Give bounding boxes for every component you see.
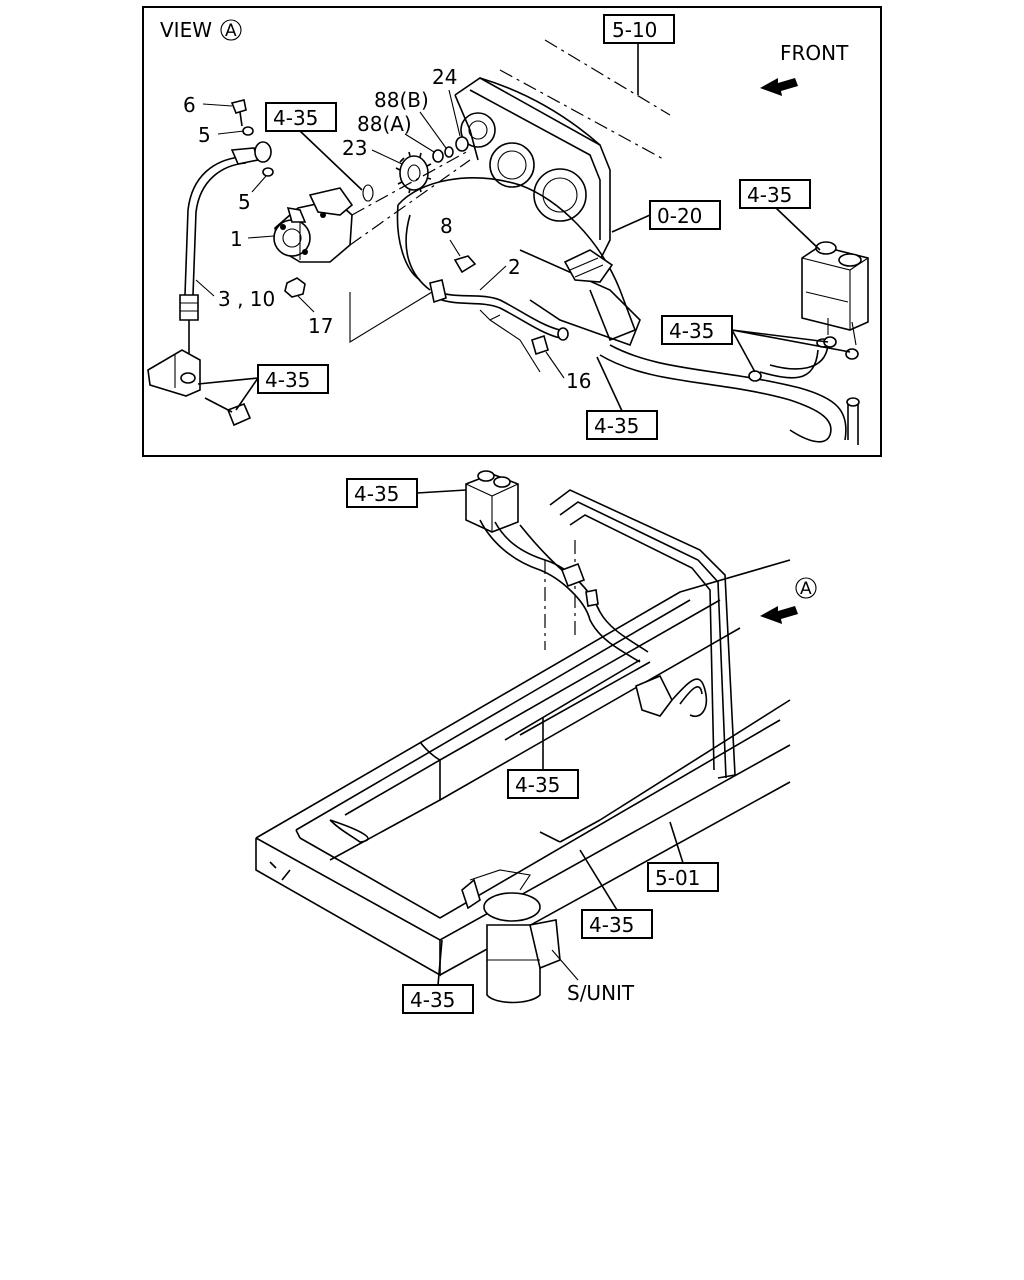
ref-top-engine: 5-10 <box>612 18 657 42</box>
ref-frame-line: 4-35 <box>515 773 560 797</box>
bolt-8 <box>453 255 477 274</box>
gasket <box>362 184 374 202</box>
part-num-6: 6 <box>183 93 196 117</box>
hose-bracket <box>147 349 252 427</box>
ref-box-filter-line[interactable] <box>581 909 653 939</box>
svg-text:A: A <box>800 579 812 599</box>
washer-88b <box>444 146 454 158</box>
ref-box-pump-cover[interactable] <box>265 102 337 132</box>
part-num-16: 16 <box>566 369 591 393</box>
ref-box-top-engine[interactable] <box>603 14 675 44</box>
view-title: VIEW <box>160 18 212 42</box>
oil-reservoir-top <box>801 241 869 346</box>
engine-block <box>396 39 671 347</box>
return-hoses <box>599 336 860 445</box>
banjo-bolt-6 <box>230 99 247 127</box>
washer-5a <box>242 126 254 136</box>
filter-unit <box>461 869 561 1004</box>
part-num-2: 2 <box>508 255 521 279</box>
ref-pump-cover: 4-35 <box>273 106 318 130</box>
ref-filter-lower: 4-35 <box>410 988 455 1012</box>
steering-lines <box>479 519 708 717</box>
lower-view-marker: A <box>795 577 817 599</box>
ref-frame: 5-01 <box>655 866 700 890</box>
ref-reservoir-lower: 4-35 <box>354 482 399 506</box>
svg-text:A: A <box>225 21 237 41</box>
bolt-16 <box>531 334 549 356</box>
ref-box-reservoir-top[interactable] <box>739 179 811 209</box>
view-a-frame <box>142 6 882 457</box>
part-num-88b: 88(B) <box>374 88 429 112</box>
part-num-1: 1 <box>230 227 243 251</box>
washer-88a <box>432 149 444 163</box>
part-num-5a: 5 <box>198 123 211 147</box>
ref-box-return-hose[interactable] <box>586 410 658 440</box>
part-num-5b: 5 <box>238 190 251 214</box>
nut-17 <box>284 277 306 298</box>
washer-5b <box>262 167 274 177</box>
ref-box-bracket[interactable] <box>257 364 329 394</box>
ref-box-filter-lower[interactable] <box>402 984 474 1014</box>
ref-return-hose: 4-35 <box>594 414 639 438</box>
chassis-frame <box>255 559 791 977</box>
front-label: FRONT <box>780 41 849 65</box>
power-steering-pump <box>273 187 354 263</box>
ref-engine-front: 0-20 <box>657 204 702 228</box>
oil-reservoir-lower <box>465 470 519 533</box>
pressure-hose <box>179 141 272 375</box>
ref-hose-clips: 4-35 <box>669 319 714 343</box>
view-marker-circle: A <box>220 19 242 41</box>
ref-box-engine-front[interactable] <box>649 200 721 230</box>
lower-direction-arrow-icon <box>760 606 798 624</box>
ref-bracket: 4-35 <box>265 368 310 392</box>
part-num-17: 17 <box>308 314 333 338</box>
cab-guard-frame <box>544 489 736 779</box>
part-num-24: 24 <box>432 65 457 89</box>
drive-gear <box>395 151 432 194</box>
part-num-3-10: 3 , 10 <box>218 287 275 311</box>
front-arrow-icon <box>760 78 798 96</box>
part-num-88a: 88(A) <box>357 112 412 136</box>
part-num-23: 23 <box>342 136 367 160</box>
ref-box-frame[interactable] <box>647 862 719 892</box>
part-num-8: 8 <box>440 214 453 238</box>
suction-pipe-2 <box>429 279 569 341</box>
ref-reservoir-top: 4-35 <box>747 183 792 207</box>
nut-24 <box>455 136 469 152</box>
s-unit-label: S/UNIT <box>567 981 635 1005</box>
ref-filter-line: 4-35 <box>589 913 634 937</box>
